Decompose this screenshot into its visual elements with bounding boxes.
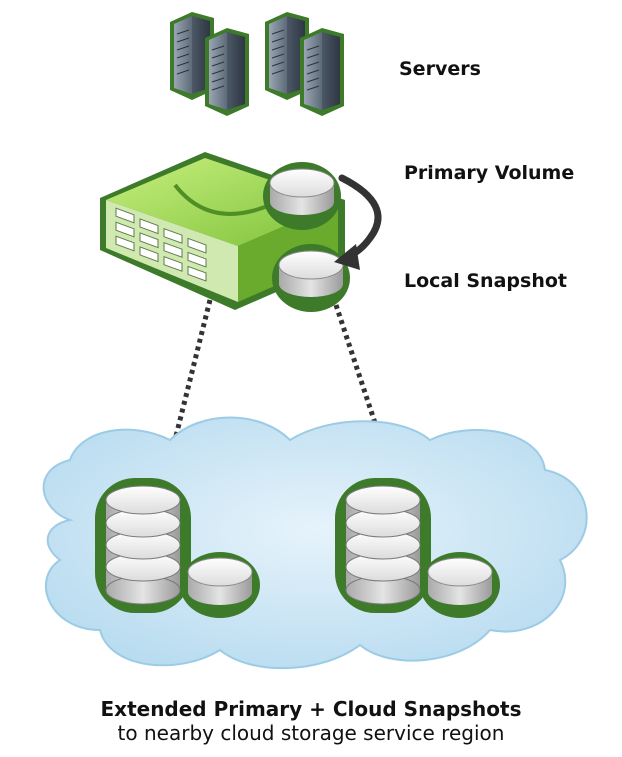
dotted-arrow-right [333, 304, 383, 439]
caption-title: Extended Primary + Cloud Snapshots [100, 697, 522, 721]
snapshot-arrow-head [334, 244, 360, 270]
caption-subtitle: to nearby cloud storage service region [117, 721, 505, 745]
snapshot-arrow [338, 174, 382, 262]
server-icon [205, 28, 249, 116]
servers-label: Servers [399, 58, 481, 80]
local-snapshot-label: Local Snapshot [404, 270, 567, 292]
dotted-arrow-left [169, 299, 213, 453]
primary-volume-label: Primary Volume [404, 162, 575, 184]
database-stack-icon [95, 478, 191, 613]
server-icon [300, 28, 344, 116]
primary-volume-disk-icon [263, 162, 341, 230]
local-snapshot-disk-icon [272, 244, 350, 312]
cloud-snapshot-disk-icon [420, 552, 500, 618]
cloud-snapshot-disk-icon [180, 552, 260, 618]
server-icon [170, 12, 214, 100]
database-stack-icon [335, 478, 431, 613]
caption: Extended Primary + Cloud Snapshots to ne… [0, 697, 622, 745]
servers-group [170, 12, 344, 116]
